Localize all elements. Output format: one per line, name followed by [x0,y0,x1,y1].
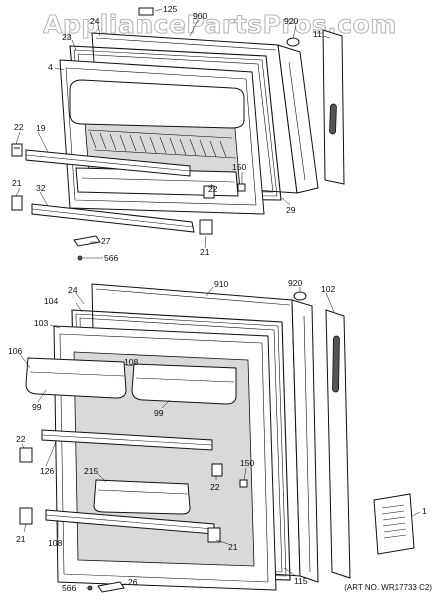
lower-labels: 910 920 102 24 104 103 106 108 99 99 22 … [8,278,427,593]
liner-top-shelf [69,79,245,129]
label-150: 150 [240,458,255,468]
label-27: 27 [101,236,111,246]
label-26: 26 [128,577,138,587]
handle-slot [329,103,337,135]
label-108-lower: 108 [48,538,63,548]
label-1: 1 [422,506,427,516]
label-11: 11 [313,29,322,39]
upper-labels: 125 900 24 920 23 11 4 22 19 150 22 21 3… [12,4,322,263]
part-22-clip-right [203,185,215,199]
upper-leader-lines [15,8,331,259]
part-1-manual [373,493,415,555]
part-22-clip-right [211,463,223,477]
label-215: 215 [84,466,99,476]
label-103: 103 [34,318,49,328]
part-21-clip [11,195,23,211]
part-566-screw [77,255,83,261]
part-125-tag [138,7,154,16]
label-99: 99 [32,402,42,412]
label-150: 150 [232,162,247,172]
label-104: 104 [44,296,59,306]
label-29: 29 [286,205,296,215]
label-900: 900 [193,11,208,21]
outer-door-side [277,44,319,194]
part-566-screw [87,585,93,591]
lower-leader-lines [19,286,421,589]
part-150-retainer [237,183,246,192]
label-99-right: 99 [154,408,164,418]
part-106-bin-right [131,363,237,405]
label-126: 126 [40,466,55,476]
label-22-right: 22 [210,482,220,492]
label-21-right: 21 [200,247,210,257]
label-115: 115 [294,576,308,586]
part-27-bracket [73,235,101,247]
fresh-food-door-assembly [19,283,415,593]
handle-slot [332,335,340,393]
label-32: 32 [36,183,46,193]
part-150-retainer [239,479,248,488]
label-22-right: 22 [208,184,218,194]
label-22: 22 [14,122,24,132]
label-19: 19 [36,123,46,133]
label-125: 125 [163,4,178,14]
part-22-clip [11,143,23,157]
part-21-clip-right [199,219,213,235]
label-102: 102 [321,284,336,294]
label-24: 24 [68,285,78,295]
label-920: 920 [288,278,303,288]
part-102-handle [325,309,351,579]
outer-door-side [291,299,319,583]
label-24: 24 [90,16,100,26]
label-23: 23 [62,32,72,42]
label-108: 108 [124,357,139,367]
part-22-clip [19,447,33,463]
label-920: 920 [284,16,299,26]
part-106-bin-left [25,357,127,399]
label-4: 4 [48,62,53,72]
part-21-clip-right [207,527,221,543]
art-number: (ART NO. WR17733 C2) [344,583,432,592]
label-22: 22 [16,434,26,444]
label-566: 566 [104,253,119,263]
label-21-right: 21 [228,542,238,552]
part-215-bin [93,479,191,515]
label-21: 21 [16,534,26,544]
label-910: 910 [214,279,229,289]
label-21: 21 [12,178,22,188]
freezer-door-assembly [11,7,345,261]
part-26-bracket [97,581,125,593]
label-566: 566 [62,583,77,593]
part-21-clip [19,507,33,525]
part-920-plug [286,37,300,47]
label-106: 106 [8,346,23,356]
part-920-plug [293,291,307,301]
